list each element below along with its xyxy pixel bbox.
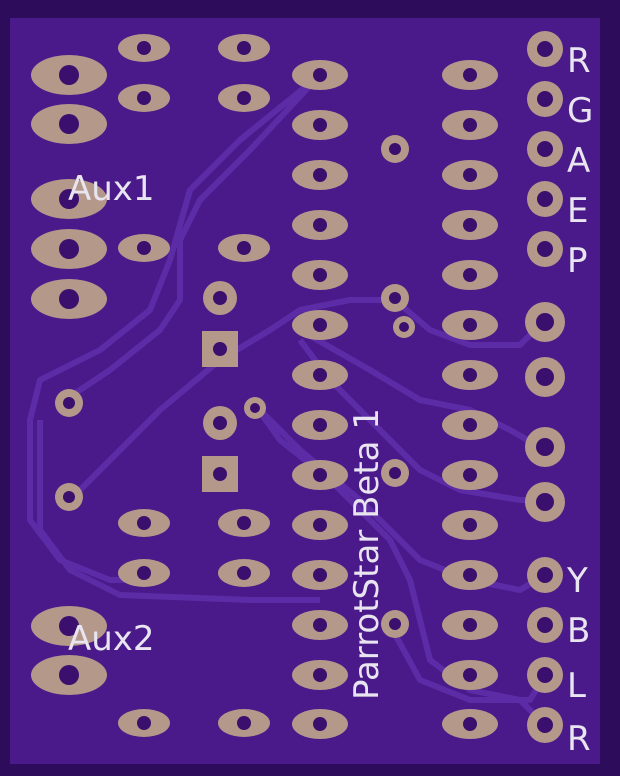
- drill-holes: [59, 41, 554, 733]
- pin-label-l: L: [567, 666, 586, 706]
- pin-label-e: E: [567, 191, 588, 231]
- pin-label-g: G: [567, 91, 593, 131]
- aux2-label: Aux2: [68, 619, 155, 659]
- pin-label-r: R: [567, 41, 591, 81]
- board-name-label: ParrotStar Beta 1: [347, 408, 387, 700]
- traces: [27, 72, 548, 728]
- pin-label-b: B: [567, 611, 590, 651]
- pin-label-r2: R: [567, 719, 591, 759]
- aux1-label: Aux1: [68, 169, 155, 209]
- pin-label-p: P: [567, 241, 588, 281]
- bottom-right-labels: Y B L R: [566, 561, 591, 759]
- pin-label-y: Y: [566, 561, 588, 601]
- top-right-labels: R G A E P: [567, 41, 593, 281]
- pin-label-a: A: [567, 141, 590, 181]
- soldermask: [10, 18, 600, 764]
